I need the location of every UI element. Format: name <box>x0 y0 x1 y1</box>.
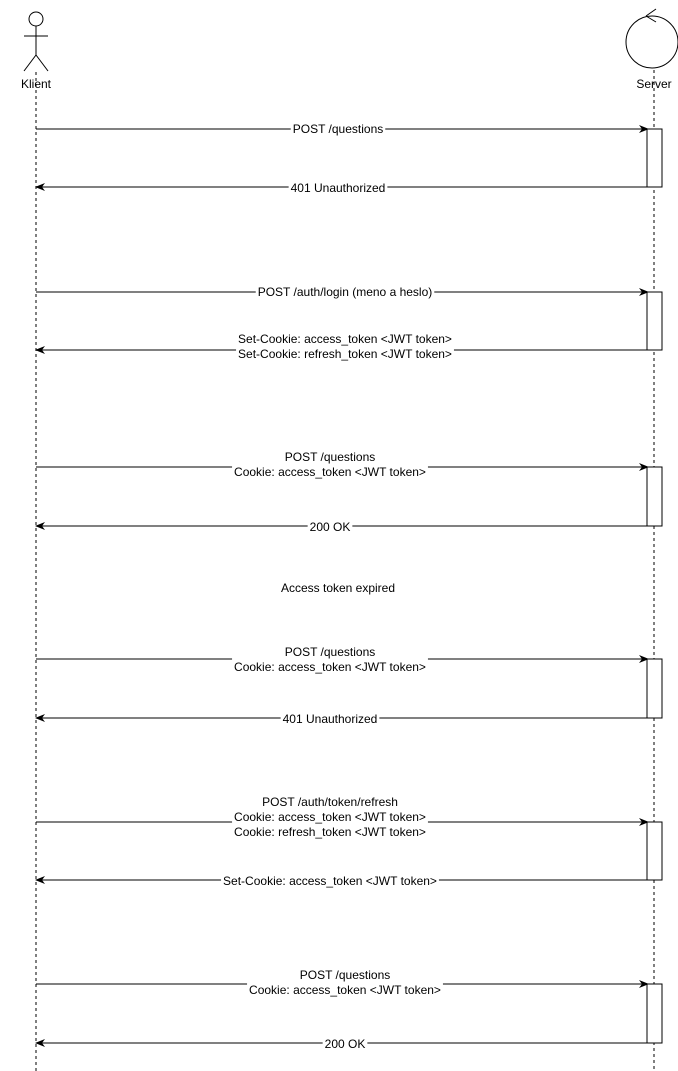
server-activation-bar <box>646 466 663 527</box>
message-label: POST /questions <box>285 645 376 659</box>
message-label-background <box>288 181 388 196</box>
server-activation-bar <box>646 821 663 881</box>
message-label: Cookie: access_token <JWT token> <box>234 660 426 674</box>
message-label: POST /auth/token/refresh <box>262 795 398 809</box>
activation-bars <box>646 128 663 1044</box>
message-label-background <box>221 874 439 889</box>
message-label-background <box>307 520 353 535</box>
message-label: 200 OK <box>325 1037 366 1051</box>
response-message: 200 OK <box>35 1037 648 1052</box>
response-message: Set-Cookie: access_token <JWT token>Set-… <box>35 332 648 362</box>
server-activation-bar <box>646 658 663 719</box>
message-label: Cookie: access_token <JWT token> <box>234 465 426 479</box>
message-label: Set-Cookie: access_token <JWT token> <box>223 874 437 888</box>
server-activation-bar <box>646 983 663 1044</box>
server-activation-bar <box>646 291 663 351</box>
message-label: Cookie: access_token <JWT token> <box>234 810 426 824</box>
request-message: POST /questions <box>36 122 649 137</box>
actor-icon <box>23 11 49 72</box>
message-label: Set-Cookie: refresh_token <JWT token> <box>238 347 452 361</box>
server-activation-bar <box>646 128 663 188</box>
control-entity-icon <box>625 8 678 69</box>
message-label-background <box>255 285 435 300</box>
response-message: 401 Unauthorized <box>35 181 648 196</box>
message-label: Cookie: refresh_token <JWT token> <box>234 825 426 839</box>
message-label: 401 Unauthorized <box>283 712 378 726</box>
message-label: Set-Cookie: access_token <JWT token> <box>238 332 452 346</box>
message-label: POST /questions <box>285 450 376 464</box>
response-message: 401 Unauthorized <box>35 712 648 727</box>
note-access-token-expired: Access token expired <box>281 581 395 595</box>
message-label-background <box>232 645 428 675</box>
message-label-background <box>232 795 428 840</box>
message-label: 401 Unauthorized <box>291 181 386 195</box>
message-label-background <box>232 450 428 480</box>
message-label-background <box>290 122 386 137</box>
request-message: POST /auth/login (meno a heslo) <box>36 285 649 300</box>
response-message: Set-Cookie: access_token <JWT token> <box>35 874 648 889</box>
message-label-background <box>247 968 443 998</box>
message-label: POST /auth/login (meno a heslo) <box>258 285 433 299</box>
message-label: POST /questions <box>300 968 391 982</box>
message-label-background <box>236 332 454 362</box>
response-message: 200 OK <box>35 520 648 535</box>
message-label: 200 OK <box>310 520 351 534</box>
message-label: POST /questions <box>293 122 384 136</box>
message-label: Cookie: access_token <JWT token> <box>249 983 441 997</box>
message-label-background <box>280 712 380 727</box>
message-label-background <box>322 1037 368 1052</box>
